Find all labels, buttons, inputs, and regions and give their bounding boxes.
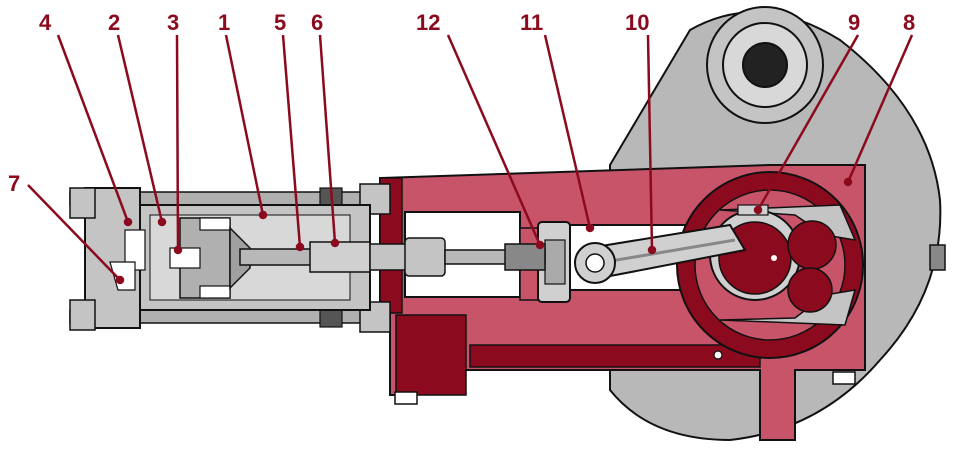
callout-label-5: 5 <box>274 10 286 35</box>
discharge-head <box>69 187 146 331</box>
callout-labels: 4 2 3 1 5 6 7 12 11 10 9 8 <box>8 10 915 196</box>
plunger-assembly <box>239 237 546 277</box>
callout-label-7: 7 <box>8 171 20 196</box>
callout-label-12: 12 <box>416 10 440 35</box>
connecting-rod <box>574 223 747 284</box>
callout-label-6: 6 <box>311 10 323 35</box>
callout-label-10: 10 <box>625 10 649 35</box>
callout-label-9: 9 <box>848 10 860 35</box>
callout-label-3: 3 <box>167 10 179 35</box>
callout-label-8: 8 <box>903 10 915 35</box>
callout-label-11: 11 <box>520 10 543 35</box>
callout-label-1: 1 <box>218 10 230 35</box>
crankshaft-eccentric <box>676 171 864 359</box>
callout-label-2: 2 <box>108 10 120 35</box>
leader-lines <box>27 34 914 285</box>
callout-label-4: 4 <box>39 10 52 35</box>
